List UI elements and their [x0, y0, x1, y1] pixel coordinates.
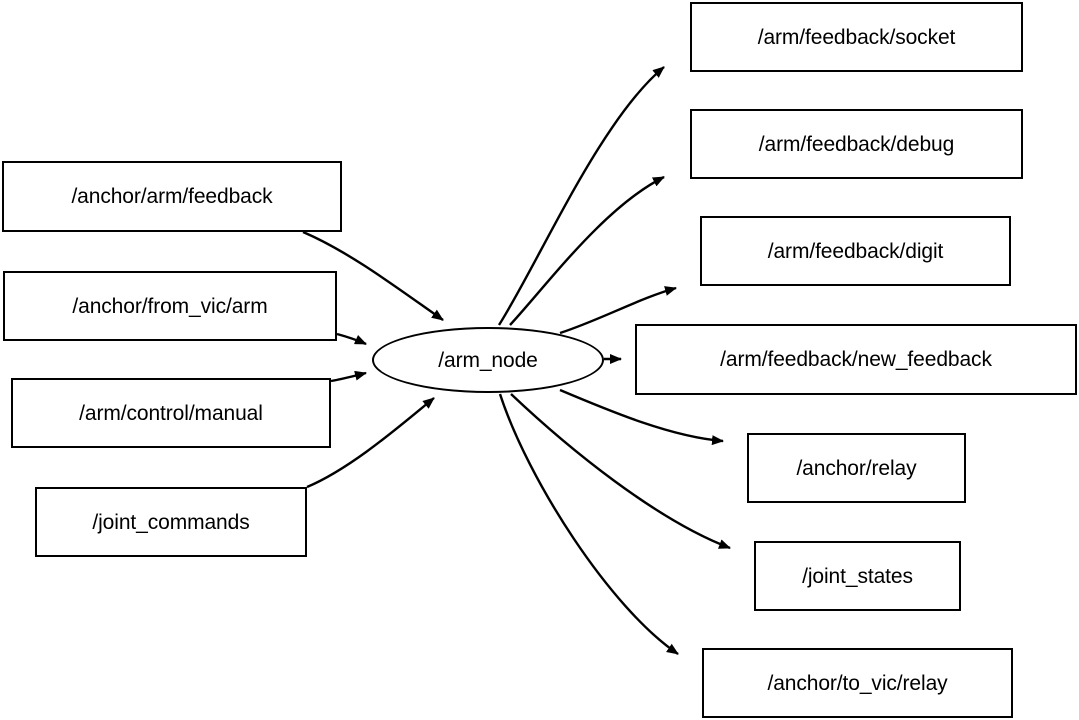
node-anchor-arm-feedback[interactable]: /anchor/arm/feedback	[2, 161, 342, 232]
edge-anchor-from-vic-arm-to-arm-node	[336, 332, 367, 346]
node-label: /arm/feedback/socket	[757, 25, 956, 49]
node-anchor-from-vic-arm[interactable]: /anchor/from_vic/arm	[3, 271, 337, 341]
node-arm-feedback-socket[interactable]: /arm/feedback/socket	[690, 2, 1023, 72]
edge-arm-node-to-arm-feedback-socket	[497, 66, 665, 326]
node-joint-states[interactable]: /joint_states	[754, 541, 961, 611]
node-arm-feedback-debug[interactable]: /arm/feedback/debug	[690, 109, 1023, 179]
node-arm-control-manual[interactable]: /arm/control/manual	[11, 378, 331, 448]
node-arm-node[interactable]: /arm_node	[372, 327, 604, 393]
node-label: /anchor/to_vic/relay	[767, 671, 948, 695]
edge-joint-commands-to-arm-node	[306, 397, 435, 489]
node-label: /arm/feedback/new_feedback	[720, 348, 992, 371]
edge-arm-node-to-joint-states	[510, 393, 731, 550]
node-arm-feedback-digit[interactable]: /arm/feedback/digit	[700, 216, 1011, 286]
node-label: /arm/control/manual	[79, 401, 263, 425]
node-label: /joint_commands	[92, 510, 250, 534]
node-anchor-to-vic-relay[interactable]: /anchor/to_vic/relay	[702, 648, 1013, 718]
edge-arm-control-manual-to-arm-node	[330, 370, 367, 383]
node-label: /arm/feedback/digit	[767, 239, 944, 263]
edge-anchor-arm-feedback-to-arm-node	[302, 230, 444, 321]
node-label: /arm_node	[438, 348, 538, 372]
edge-arm-node-to-arm-feedback-digit	[559, 286, 677, 335]
node-arm-feedback-new-feedback[interactable]: /arm/feedback/new_feedback	[635, 324, 1077, 395]
node-anchor-relay[interactable]: /anchor/relay	[747, 433, 966, 503]
node-label: /anchor/relay	[796, 456, 917, 480]
node-label: /joint_states	[802, 564, 913, 588]
node-label: /arm/feedback/debug	[758, 132, 955, 156]
node-joint-commands[interactable]: /joint_commands	[35, 487, 307, 557]
edge-arm-node-to-arm-feedback-debug	[509, 175, 665, 326]
node-label: /anchor/arm/feedback	[71, 185, 273, 208]
node-label: /anchor/from_vic/arm	[72, 294, 268, 318]
edge-arm-node-to-anchor-relay	[559, 388, 724, 446]
edge-arm-node-to-anchor-to-vic-relay	[498, 393, 679, 655]
